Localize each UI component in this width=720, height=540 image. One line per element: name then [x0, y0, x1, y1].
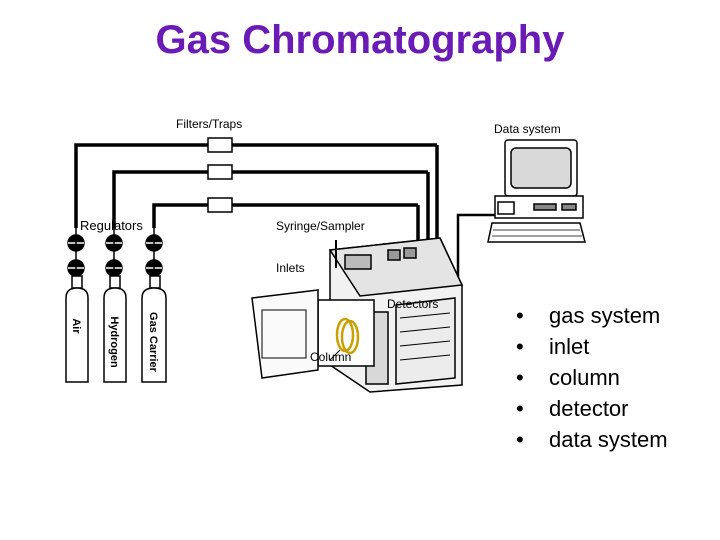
list-item: • detector	[516, 397, 716, 421]
bullet-marker: •	[516, 396, 524, 421]
oven	[317, 299, 375, 367]
list-item: • data system	[516, 428, 716, 452]
label-detectors: Detectors	[387, 297, 438, 311]
list-item-text: column	[549, 365, 620, 390]
gas-line-4	[152, 203, 208, 228]
cylinder-carrier	[141, 275, 167, 383]
label-filters-traps: Filters/Traps	[176, 117, 242, 131]
gc-instrument	[251, 237, 464, 393]
list-item: • inlet	[516, 335, 716, 359]
bullet-marker: •	[516, 427, 524, 452]
gas-cylinders	[65, 275, 167, 383]
list-item-text: inlet	[549, 334, 590, 359]
column-pointer	[329, 349, 341, 361]
cylinder-label-carrier: Gas Carrier	[147, 312, 159, 373]
list-item-text: gas system	[549, 303, 661, 328]
gas-lines	[74, 143, 495, 296]
list-item-text: data system	[549, 427, 668, 452]
label-data-system: Data system	[494, 122, 561, 136]
regulator-carrier	[145, 228, 163, 285]
component-list: • gas system • inlet • column • detector • da…	[516, 304, 716, 459]
bullet-marker: •	[516, 365, 524, 390]
gas-line-1	[74, 143, 208, 228]
list-item: • column	[516, 366, 716, 390]
list-item-text: detector	[549, 396, 629, 421]
regulator-hydrogen	[105, 228, 123, 285]
column-coil-icon	[335, 317, 360, 355]
label-column: Column	[310, 350, 351, 364]
data-cable	[456, 213, 495, 290]
filter-trap-2	[207, 164, 233, 180]
cylinder-hydrogen	[103, 275, 127, 383]
filter-trap-1	[207, 137, 233, 153]
bullet-marker: •	[516, 303, 524, 328]
computer-icon	[487, 139, 586, 243]
injection-port	[344, 254, 372, 270]
oven-door	[251, 289, 319, 379]
cylinder-label-air: Air	[70, 318, 82, 334]
label-inlets: Inlets	[276, 261, 305, 275]
label-regulators: Regulators	[80, 218, 143, 233]
computer-keyboard	[487, 222, 586, 243]
list-item: • gas system	[516, 304, 716, 328]
page-title: Gas Chromatography	[155, 18, 565, 62]
label-syringe-sampler: Syringe/Sampler	[276, 219, 365, 233]
gas-line-3	[112, 170, 208, 228]
bullet-marker: •	[516, 334, 524, 359]
filter-trap-3	[207, 197, 233, 213]
filter-traps	[207, 137, 233, 213]
cylinder-air	[65, 275, 89, 383]
cylinder-label-hydrogen: Hydrogen	[108, 316, 120, 368]
